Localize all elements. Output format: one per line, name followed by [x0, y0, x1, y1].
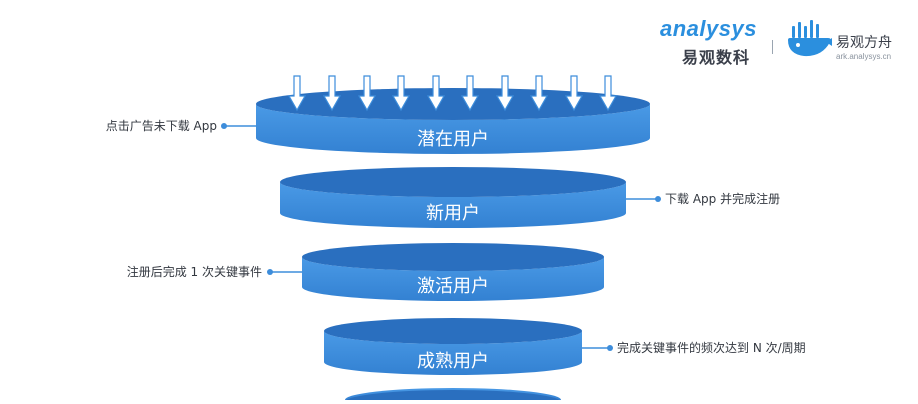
analysys-logo-cn: 易观数科 [682, 48, 751, 67]
ark-logo-url: ark.analysys.cn [836, 52, 892, 61]
stage-1-top [256, 88, 650, 120]
annotation-2: 下载 App 并完成注册 [626, 191, 780, 206]
down-arrow-icon [495, 75, 515, 112]
stage-1-body [256, 104, 650, 154]
ark-whale-icon [788, 20, 832, 57]
stage-3-top [302, 243, 604, 271]
down-arrow-icon [460, 75, 480, 112]
annotation-3: 注册后完成 1 次关键事件 [127, 264, 302, 279]
annotation-4-dot [607, 345, 613, 351]
annotation-4-text: 完成关键事件的频次达到 N 次/周期 [617, 340, 806, 355]
stage-3-label: 激活用户 [417, 276, 489, 297]
down-arrow-icon [322, 75, 342, 112]
brand-logos: analysys 易观数科 易观方舟 ark.analysys.cn [660, 10, 910, 70]
stage-3-body [302, 257, 604, 301]
annotation-3-text: 注册后完成 1 次关键事件 [127, 264, 262, 279]
stage-1-label: 潜在用户 [417, 129, 489, 150]
annotation-2-text: 下载 App 并完成注册 [665, 191, 780, 206]
stage-4-top [324, 318, 582, 344]
stage-4-body [324, 331, 582, 375]
funnel-stage-5 [345, 388, 561, 404]
analysys-logo-word: analysys [660, 16, 757, 41]
annotation-1-dot [221, 123, 227, 129]
annotation-3-dot [267, 269, 273, 275]
funnel-stage-2: 新用户 [280, 167, 626, 228]
annotation-4: 完成关键事件的频次达到 N 次/周期 [582, 340, 806, 355]
stage-2-label: 新用户 [426, 203, 480, 224]
down-arrow-icon [564, 75, 584, 112]
stage-4-label: 成熟用户 [417, 351, 489, 372]
down-arrow-icon [598, 75, 618, 112]
annotation-1-text: 点击广告未下载 App [106, 119, 217, 133]
funnel-stage-4: 成熟用户 [324, 318, 582, 375]
down-arrow-icon [357, 75, 377, 112]
stage-2-body [280, 182, 626, 228]
down-arrow-icon [529, 75, 549, 112]
funnel-stage-1: 潜在用户 [256, 88, 650, 154]
stage-2-top [280, 167, 626, 197]
input-arrows [287, 75, 618, 112]
ark-logo-cn: 易观方舟 [836, 35, 892, 51]
down-arrow-icon [426, 75, 446, 112]
down-arrow-icon [391, 75, 411, 112]
annotation-2-dot [655, 196, 661, 202]
funnel-stage-3: 激活用户 [302, 243, 604, 301]
down-arrow-icon [287, 75, 307, 112]
annotation-1: 点击广告未下载 App [106, 119, 257, 133]
logo-divider [772, 40, 773, 54]
